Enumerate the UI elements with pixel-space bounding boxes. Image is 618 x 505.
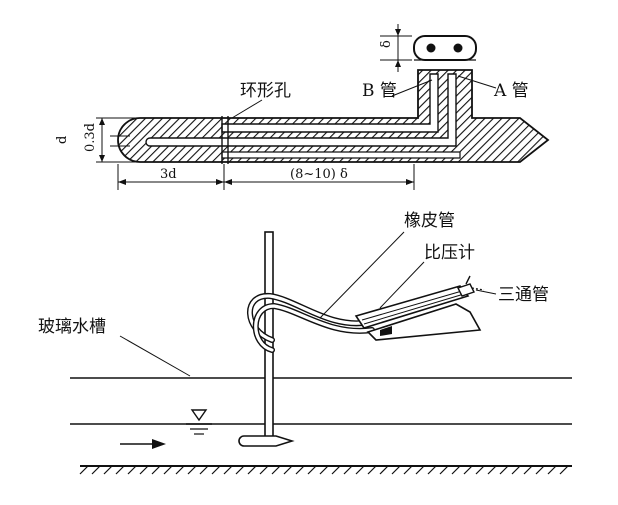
- connector-plate: [413, 35, 477, 61]
- dim-3d: 3d: [160, 167, 177, 182]
- pitot-tube-section: δ 环形孔 B 管 A 管 d 0.3d 3d (8~10) δ: [55, 24, 550, 190]
- leader-manometer: [379, 261, 425, 309]
- leader-glass-tank: [119, 335, 191, 377]
- flow-arrow-icon: [120, 439, 166, 449]
- manometer: [354, 285, 482, 341]
- connector-hole: [453, 43, 463, 53]
- label-tube-a: A 管: [493, 81, 529, 101]
- label-tube-b: B 管: [362, 81, 397, 101]
- experiment-setup: 玻璃水槽 橡皮管 比压计 三通管: [38, 211, 572, 475]
- leader-tube-a: [457, 75, 497, 89]
- dim-delta-range: (8~10) δ: [290, 167, 348, 182]
- inner-channel-a: [145, 73, 457, 147]
- leader-tube-b: [391, 79, 433, 97]
- label-glass-tank: 玻璃水槽: [38, 317, 106, 337]
- pitot-tip: [238, 435, 295, 447]
- bottom-hatch: [79, 465, 569, 475]
- label-annular-hole: 环形孔: [240, 81, 291, 101]
- leader-tee: [475, 289, 497, 295]
- leader-rubber-tube: [319, 231, 405, 319]
- connector-hole: [426, 43, 436, 53]
- leader-annular-hole: [231, 99, 263, 119]
- label-manometer: 比压计: [424, 243, 475, 263]
- tee-fitting: [457, 275, 485, 297]
- rubber-tube-inner-2: [254, 304, 374, 352]
- label-tee: 三通管: [498, 285, 549, 305]
- dim-0-3d: 0.3d: [83, 123, 98, 152]
- water-level-icon: [186, 409, 212, 435]
- dim-delta-top: δ: [379, 40, 394, 48]
- label-rubber-tube: 橡皮管: [404, 211, 455, 231]
- dim-d: d: [55, 136, 70, 144]
- inner-channel-bottom: [221, 151, 461, 159]
